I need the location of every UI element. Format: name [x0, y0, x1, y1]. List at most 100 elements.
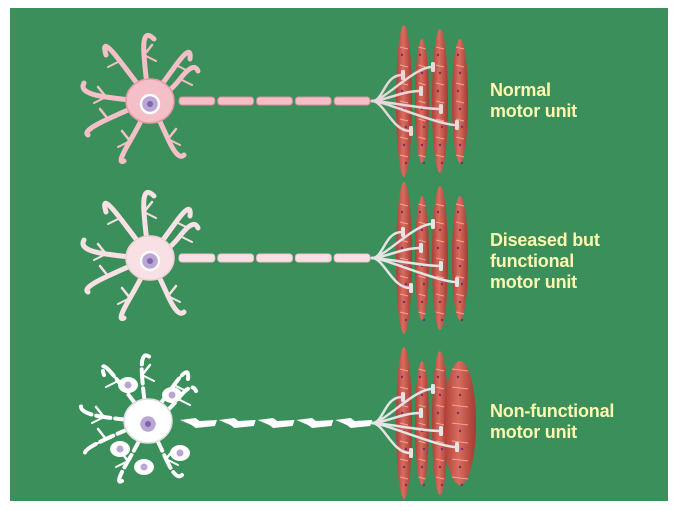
fragment-nucleus: [141, 464, 148, 471]
fiber-nucleus: [423, 162, 425, 164]
fiber-nucleus: [421, 394, 423, 396]
neuromuscular-junction: [401, 227, 405, 237]
label-diseased-motor-unit: Diseased but functional motor unit: [490, 230, 600, 293]
dendrite-branch: [180, 236, 192, 242]
fiber-nucleus: [419, 376, 421, 378]
fiber-nucleus: [441, 283, 443, 285]
neuromuscular-junction: [455, 120, 459, 130]
fiber-nucleus: [441, 484, 443, 486]
fiber-nucleus: [419, 54, 421, 56]
myelin-segment: [334, 254, 370, 262]
fiber-nucleus: [419, 211, 421, 213]
fiber-nucleus: [459, 108, 461, 110]
fiber-nucleus: [439, 72, 441, 74]
label-normal-motor-unit: Normal motor unit: [490, 80, 577, 122]
myelin-segment: [218, 97, 254, 105]
fiber-nucleus: [405, 484, 407, 486]
fiber-nucleus: [405, 448, 407, 450]
fiber-nucleus: [423, 319, 425, 321]
dendrite-branch: [98, 429, 106, 439]
myelin-segment: [257, 254, 293, 262]
neuromuscular-junction: [401, 70, 405, 80]
dendrite-branch: [100, 266, 108, 276]
fiber-nucleus: [459, 466, 461, 468]
dendrite-branch: [100, 109, 108, 119]
dendrite-branch: [106, 381, 118, 387]
fiber-nucleus: [437, 412, 439, 414]
fiber-nucleus: [437, 376, 439, 378]
neuromuscular-junction: [409, 126, 413, 136]
dendrite-branch: [110, 371, 118, 381]
nucleolus: [147, 258, 153, 264]
fiber-nucleus: [423, 448, 425, 450]
fiber-nucleus: [439, 466, 441, 468]
motor-unit-normal: [83, 25, 468, 177]
label-nonfunctional-motor-unit: Non-functional motor unit: [490, 401, 614, 443]
fiber-nucleus: [459, 430, 461, 432]
fiber-nucleus: [459, 72, 461, 74]
fiber-nucleus: [423, 484, 425, 486]
dendrite-branch: [174, 375, 182, 385]
fiber-nucleus: [441, 319, 443, 321]
neuromuscular-junction: [409, 283, 413, 293]
nucleolus: [147, 101, 153, 107]
fiber-nucleus: [401, 54, 403, 56]
myelin-segment: [295, 97, 331, 105]
fiber-nucleus: [459, 229, 461, 231]
axon-fragment: [296, 418, 333, 428]
dendrite-branch: [122, 131, 130, 141]
neuromuscular-junction: [409, 448, 413, 458]
fiber-nucleus: [401, 211, 403, 213]
fiber-nucleus: [461, 283, 463, 285]
fiber-nucleus: [457, 376, 459, 378]
motor-unit-nonfunctional: [81, 347, 476, 499]
fiber-nucleus: [437, 211, 439, 213]
fiber-nucleus: [457, 90, 459, 92]
neuromuscular-junction: [401, 392, 405, 402]
dendrite-branch: [122, 288, 130, 298]
neuromuscular-junction: [419, 86, 423, 96]
fiber-nucleus: [441, 162, 443, 164]
fiber-nucleus: [439, 301, 441, 303]
fiber-nucleus: [423, 283, 425, 285]
neuromuscular-junction: [431, 62, 435, 72]
fiber-nucleus: [441, 126, 443, 128]
dendrite-branch: [108, 218, 120, 224]
fiber-nucleus: [405, 283, 407, 285]
myelin-segment: [334, 97, 370, 105]
fiber-nucleus: [459, 265, 461, 267]
fiber-nucleus: [439, 144, 441, 146]
fiber-nucleus: [461, 162, 463, 164]
myelin-segment: [257, 97, 293, 105]
myelin-segment: [218, 254, 254, 262]
neuromuscular-junction: [431, 219, 435, 229]
fiber-nucleus: [403, 466, 405, 468]
dendrite-branch: [108, 61, 120, 67]
muscle-fiber: [432, 29, 448, 173]
fiber-nucleus: [461, 126, 463, 128]
fragment-nucleus: [169, 392, 176, 399]
myelin-segment: [179, 97, 215, 105]
axon-fragment: [335, 418, 372, 428]
neuromuscular-junction: [431, 384, 435, 394]
fiber-nucleus: [421, 301, 423, 303]
fiber-nucleus: [437, 90, 439, 92]
fiber-nucleus: [401, 247, 403, 249]
fiber-nucleus: [403, 301, 405, 303]
motor-unit-diseased: [83, 182, 468, 334]
muscle-fiber: [432, 186, 448, 330]
neuromuscular-junction: [455, 442, 459, 452]
neuromuscular-junction: [419, 408, 423, 418]
fiber-nucleus: [459, 144, 461, 146]
fiber-nucleus: [423, 126, 425, 128]
fiber-nucleus: [437, 54, 439, 56]
fiber-nucleus: [457, 54, 459, 56]
fiber-nucleus: [437, 247, 439, 249]
fiber-nucleus: [421, 229, 423, 231]
fiber-nucleus: [403, 144, 405, 146]
fiber-nucleus: [405, 319, 407, 321]
dendrite-branch: [180, 79, 192, 85]
fiber-nucleus: [421, 466, 423, 468]
diagram-panel: Normal motor unit Diseased but functiona…: [10, 8, 668, 501]
fragment-nucleus: [117, 446, 124, 453]
